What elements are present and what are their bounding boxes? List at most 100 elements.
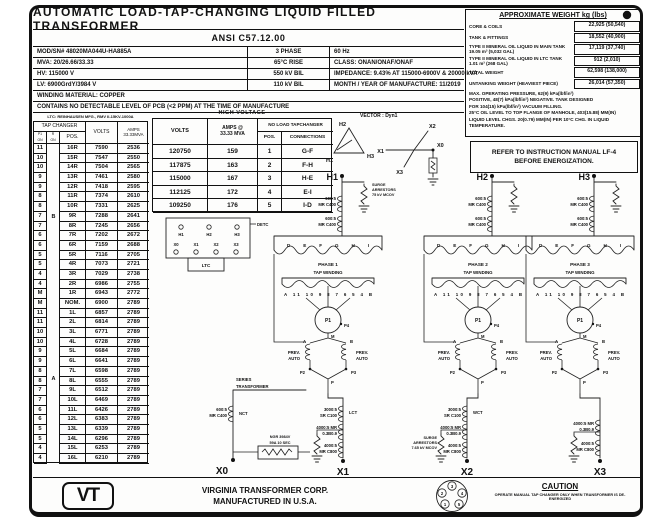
- hv-volts-cell: 115000: [153, 172, 208, 186]
- ltc-sel-cell: 10: [34, 153, 47, 164]
- ltc-volts-cell: 6986: [86, 279, 118, 290]
- ltc-pos-cell: 11R: [60, 192, 86, 203]
- ltc-rev-cell: [47, 318, 60, 329]
- page-title: AUTOMATIC LOAD-TAP-CHANGING LIQUID FILLE…: [33, 5, 464, 33]
- hv-conn-cell: F-H: [282, 159, 333, 173]
- ltc-volts-cell: 7073: [86, 260, 118, 270]
- ltc-sel-cell: 5: [34, 424, 47, 435]
- ltc-pos-cell: 16L: [60, 454, 86, 464]
- pcb-statement: CONTAINS NO DETECTABLE LEVEL OF PCB (<2 …: [37, 104, 290, 110]
- ltc-pos-header: POS.: [60, 132, 86, 144]
- ltc-pos-cell: 14R: [60, 163, 86, 174]
- hv-amps-cell: 176: [208, 199, 258, 213]
- ltc-pos-cell: 5R: [60, 250, 86, 261]
- ltc-sel-cell: 9: [34, 357, 47, 367]
- ltc-volts-cell: 7202: [86, 231, 118, 241]
- ltc-amps-cell: 2565: [118, 163, 149, 174]
- spec-row-1: MOD/SN# 48020MA044U-HA885A 3 PHASE 60 Hz: [33, 47, 464, 58]
- ltc-amps-cell: 2641: [118, 212, 149, 222]
- hv-conn-header: CONNECTIONS: [282, 132, 333, 145]
- ltc-volts-cell: 6383: [86, 415, 118, 425]
- frequency: 60 Hz: [334, 49, 350, 55]
- ltc-amps-cell: 2550: [118, 154, 149, 164]
- ltc-volts-cell: 6728: [86, 337, 118, 348]
- ltc-pos-cell: 8L: [60, 376, 86, 387]
- ltc-sel-cell: 11: [34, 144, 47, 154]
- ltc-pos-cell: 14L: [60, 434, 86, 445]
- ltc-volts-cell: 6512: [86, 386, 118, 396]
- ltc-pos-cell: 10L: [60, 395, 86, 406]
- ltc-volts-cell: 6210: [86, 454, 118, 464]
- ltc-volts-cell: 7245: [86, 221, 118, 232]
- ltc-rev-cell: [47, 357, 60, 367]
- ltc-pos-cell: 7L: [60, 366, 86, 377]
- ltc-sel-cell: 4: [34, 279, 47, 290]
- hv-conn-cell: H-E: [282, 172, 333, 186]
- ltc-volts-cell: 7374: [86, 192, 118, 203]
- ltc-rev-cell: [47, 299, 60, 309]
- hv-pos-cell: 3: [258, 172, 282, 186]
- ltc-pos-cell: 10R: [60, 202, 86, 212]
- spec-row-3: HV: 115000 V 550 kV BIL IMPEDANCE: 9.43%…: [33, 69, 478, 80]
- caution-block: CAUTION OPERATE MANUAL TAP CHANGER ONLY …: [484, 482, 636, 501]
- ltc-pos-cell: 2R: [60, 279, 86, 290]
- ltc-sel-cell: 8: [34, 366, 47, 377]
- ltc-pos-cell: 3L: [60, 328, 86, 338]
- ltc-pos-cell: 4R: [60, 260, 86, 270]
- ltc-volts-cell: 7504: [86, 163, 118, 174]
- ltc-pos-cell: 1R: [60, 289, 86, 299]
- ltc-pos-cell: 7R: [60, 231, 86, 241]
- weight-row-label: TOTAL WEIGHT: [469, 69, 504, 75]
- ltc-rev-cell: [47, 173, 60, 183]
- ltc-volts-cell: 6339: [86, 424, 118, 435]
- ltc-sel-cell: 4: [34, 444, 47, 454]
- ltc-pos-cell: 12L: [60, 415, 86, 425]
- ltc-sel-cell: 4: [34, 269, 47, 280]
- ltc-volts-cell: 6943: [86, 289, 118, 299]
- hv-bil: 550 kV BIL: [248, 69, 330, 79]
- hv-volts-cell: 112125: [153, 185, 208, 200]
- ltc-pos-cell: 9R: [60, 211, 86, 222]
- hv-amps-cell: 159: [208, 145, 258, 159]
- weight-row-value: 26,014 (57,350): [574, 78, 640, 89]
- footer-divider: [33, 477, 642, 478]
- weight-row-label: CORE & COILS: [469, 23, 503, 29]
- ltc-amps-cell: 2721: [118, 260, 149, 270]
- ltc-amps-cell: 2580: [118, 173, 149, 183]
- ltc-pos-cell: 15R: [60, 153, 86, 164]
- spec-row-6: CONTAINS NO DETECTABLE LEVEL OF PCB (<2 …: [33, 102, 464, 113]
- ltc-amps-cell: 2789: [118, 328, 149, 338]
- ltc-amps-cell: 2789: [118, 415, 149, 425]
- hv-conn-cell: E-I: [282, 186, 333, 200]
- weight-row-label: TYPE II MINERAL OIL LIQUID IN LTC TANK 1…: [469, 55, 563, 66]
- weight-table: CORE & COILS 22,925 (50,540) TANK & FITT…: [469, 21, 640, 89]
- weight-row-value: 62,598 (138,000): [574, 67, 640, 78]
- ltc-amps-cell: 2705: [118, 251, 149, 261]
- ltc-rev-cell: [47, 376, 60, 387]
- ltc-pos-cell: 15L: [60, 444, 86, 454]
- ltc-amps-cell: 2625: [118, 202, 149, 212]
- ltc-volts-cell: 7159: [86, 240, 118, 251]
- ltc-rev-cell: [47, 405, 60, 416]
- hv-pos-cell: 2: [258, 158, 282, 173]
- hv-volts-cell: 109250: [153, 199, 208, 213]
- weight-row-value: 18,552 (40,900): [574, 32, 640, 43]
- ltc-amps-cell: 2789: [118, 318, 149, 329]
- ltc-sel-cell: 11: [34, 308, 47, 319]
- ltc-rev-cell: [47, 260, 60, 270]
- ltc-pos-cell: 12R: [60, 182, 86, 193]
- ltc-volts-cell: 6555: [86, 376, 118, 387]
- ansi-text: ANSI C57.12.00: [211, 33, 286, 43]
- ltc-rev-cell: [47, 386, 60, 396]
- ltc-pos-cell: 11L: [60, 405, 86, 416]
- ltc-rev-cell: [47, 308, 60, 319]
- hv-amps-cell: 172: [208, 185, 258, 200]
- ltc-volts-header: VOLTS: [86, 122, 118, 144]
- ltc-sel-cell: 7: [34, 395, 47, 406]
- hv-detc-table: VOLTS AMPS @33.33 MVA NO LOAD TAPCHANGER…: [152, 118, 333, 213]
- ltc-volts-cell: 6771: [86, 328, 118, 338]
- ltc-sel-cell: 7: [34, 386, 47, 396]
- ltc-pos-cell: 6L: [60, 357, 86, 367]
